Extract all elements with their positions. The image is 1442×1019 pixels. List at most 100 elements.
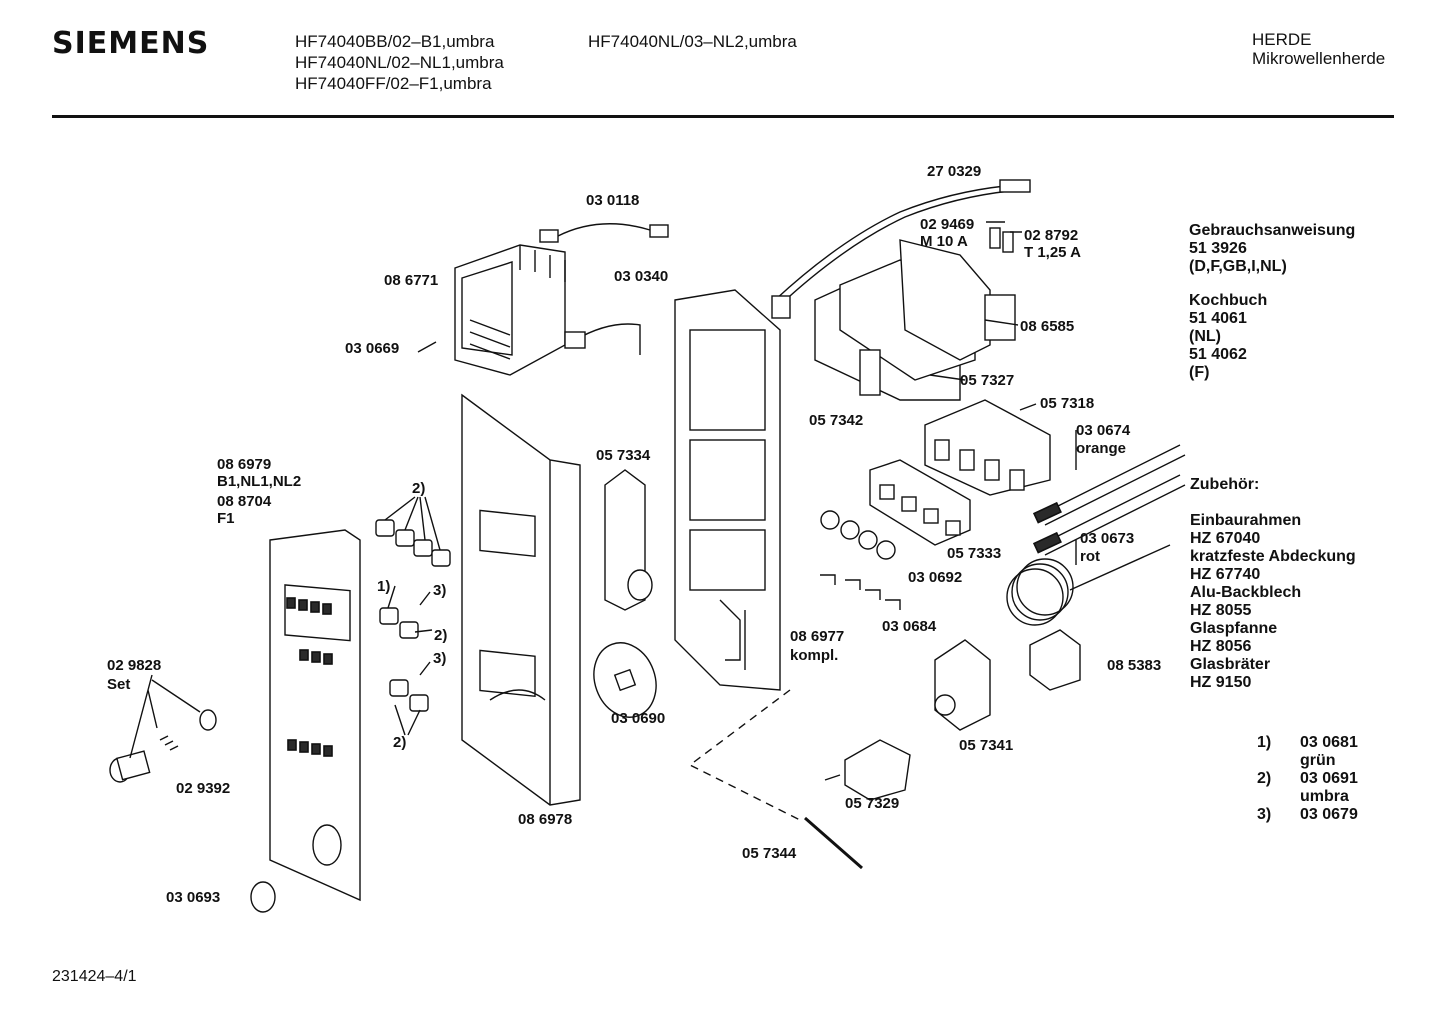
cookbook-line: 51 4062 (1189, 346, 1247, 363)
part-label: 03 0693 (166, 889, 221, 906)
part-label: 05 7318 (1040, 395, 1095, 412)
door-panel-drawing (461, 393, 581, 806)
cookbook-line: 51 4061 (1189, 310, 1247, 327)
part-label: 08 6978 (518, 811, 573, 828)
part-label: 2) (412, 480, 426, 497)
brand-logo: SIEMENS (52, 26, 210, 61)
footnote-3-code: 03 0679 (1300, 806, 1358, 824)
footnote-1-code: 03 0681 grün (1300, 734, 1358, 770)
part-label: 08 6771 (384, 272, 439, 289)
accessory-code: HZ 8056 (1190, 638, 1252, 655)
part-label: 2) (434, 627, 448, 644)
footnote-num: 3) (1257, 806, 1272, 823)
cookbook-line: (F) (1189, 364, 1210, 381)
footnote-num: 1) (1257, 734, 1272, 751)
footnote-num: 2) (1257, 770, 1272, 787)
part-label: 08 6979 (217, 456, 272, 473)
switch-block-drawing (924, 399, 1051, 496)
footnote-1: 1) (1257, 734, 1271, 752)
accessory-code: HZ 9150 (1190, 674, 1252, 691)
button-caps-drawing (820, 510, 896, 560)
accessory-name: Alu-Backblech (1190, 584, 1302, 601)
part-label: 03 0690 (611, 710, 666, 727)
part-label: 27 0329 (927, 163, 982, 180)
part-label: 05 7329 (845, 795, 900, 812)
cookbook-info: Kochbuch 51 4061 (NL) 51 4062 (F) (1189, 292, 1267, 382)
model-line: HF74040NL/02–NL1,umbra (295, 53, 504, 72)
accessories-list: Einbaurahmen HZ 67040 kratzfeste Abdecku… (1190, 512, 1356, 692)
part-label: 08 8704 (217, 493, 272, 510)
accessory-name: Glasbräter (1190, 656, 1271, 673)
model-line: HF74040FF/02–F1,umbra (295, 74, 492, 93)
leader-lines (384, 221, 1077, 736)
part-label: 08 6977 (790, 628, 845, 645)
door-buttons-drawing (375, 519, 451, 712)
cookbook-title: Kochbuch (1189, 292, 1268, 309)
part-label: orange (1076, 440, 1127, 457)
accessory-name: kratzfeste Abdeckung (1190, 548, 1356, 565)
part-label: 02 9469 (920, 216, 975, 233)
part-label: kompl. (790, 647, 839, 664)
part-label: 03 0669 (345, 340, 400, 357)
rotary-switch-drawing (824, 629, 1081, 801)
manual-title: Gebrauchsanweisung (1189, 222, 1356, 239)
part-label: 03 0674 (1076, 422, 1131, 439)
display-module-drawing (417, 223, 669, 376)
document-number: 231424–4/1 (52, 968, 137, 985)
part-label: 2) (393, 734, 407, 751)
part-label: 03 0692 (908, 569, 963, 586)
knob-parts-drawing (109, 674, 276, 913)
coil-drawing (1006, 544, 1171, 626)
header-divider (52, 115, 1394, 118)
part-label: 02 9392 (176, 780, 231, 797)
part-label: 05 7334 (596, 447, 651, 464)
cookbook-line: (NL) (1189, 328, 1221, 345)
front-panel-drawing (269, 529, 361, 902)
part-label: rot (1080, 548, 1100, 565)
scale-disc-drawing (593, 642, 657, 718)
model-list-2: HF74040NL/03–NL2,umbra (588, 31, 797, 52)
manual-line: 51 3926 (1189, 240, 1247, 257)
part-label: 05 7342 (809, 412, 864, 429)
model-list-1: HF74040BB/02–B1,umbra HF74040NL/02–NL1,u… (295, 31, 504, 94)
accessory-code: HZ 67740 (1190, 566, 1261, 583)
part-label: 03 0673 (1080, 530, 1135, 547)
part-label: 05 7344 (742, 845, 797, 862)
part-label: 05 7327 (960, 372, 1015, 389)
accessory-name: Einbaurahmen (1190, 512, 1302, 529)
footnote-2-code: 03 0691 umbra (1300, 770, 1358, 806)
model-line: HF74040NL/03–NL2,umbra (588, 32, 797, 51)
accessory-code: HZ 67040 (1190, 530, 1261, 547)
part-label: 02 8792 (1024, 227, 1079, 244)
part-label: 08 5383 (1107, 657, 1162, 674)
part-label: Set (107, 676, 131, 693)
accessories-title: Zubehör: (1190, 476, 1260, 493)
part-label: T 1,25 A (1024, 244, 1081, 261)
spring-clips-drawing (820, 574, 901, 610)
control-board-drawing (814, 227, 1016, 401)
part-label: 02 9828 (107, 657, 162, 674)
part-label: B1,NL1,NL2 (217, 473, 302, 490)
footnote-code: 03 0691 (1300, 770, 1358, 787)
category-line: HERDE (1252, 30, 1312, 49)
accessory-code: HZ 8055 (1190, 602, 1252, 619)
thermometer-drawing (804, 816, 863, 870)
model-line: HF74040BB/02–B1,umbra (295, 32, 495, 51)
door-frame-drawing (674, 289, 781, 691)
part-label: 03 0118 (586, 192, 640, 209)
part-label: 03 0684 (882, 618, 937, 635)
accessory-name: Glaspfanne (1190, 620, 1278, 637)
footnote-code: 03 0679 (1300, 806, 1358, 823)
part-label: 03 0340 (614, 268, 669, 285)
cable-harness-drawing (771, 179, 1031, 319)
footnote-color: umbra (1300, 788, 1349, 805)
footnote-color: grün (1300, 752, 1336, 769)
part-label: 3) (433, 650, 447, 667)
footnote-code: 03 0681 (1300, 734, 1358, 751)
part-label: 1) (377, 578, 391, 595)
footnote-3: 3) (1257, 806, 1271, 824)
probe-drawing (1032, 444, 1186, 556)
keypad-module-drawing (604, 469, 653, 611)
switch-row-drawing (869, 459, 971, 546)
